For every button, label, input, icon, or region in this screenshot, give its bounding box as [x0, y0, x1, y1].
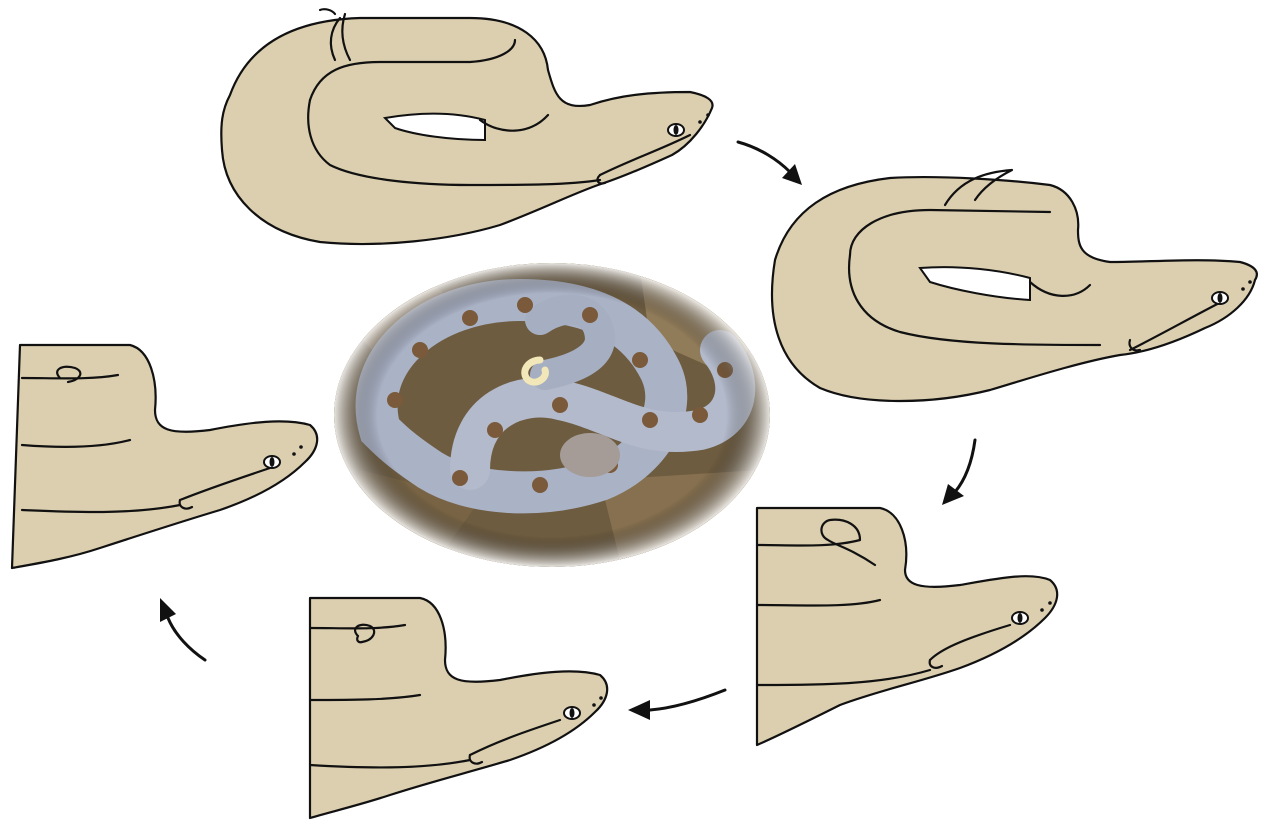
stage-5-snake [12, 345, 317, 568]
arrow-stage-2-to-3 [942, 440, 975, 505]
arrow-stage-4-to-5 [160, 598, 205, 660]
stage-4-snake [310, 598, 607, 818]
arrow-stage-1-to-2 [738, 142, 802, 185]
arrow-stage-3-to-4 [628, 690, 725, 720]
center-snake-photo [330, 260, 780, 570]
stage-1-snake [221, 9, 712, 244]
stage-3-snake [757, 508, 1057, 745]
stage-2-snake [772, 170, 1257, 401]
stage-1-tail-tip [320, 9, 335, 14]
